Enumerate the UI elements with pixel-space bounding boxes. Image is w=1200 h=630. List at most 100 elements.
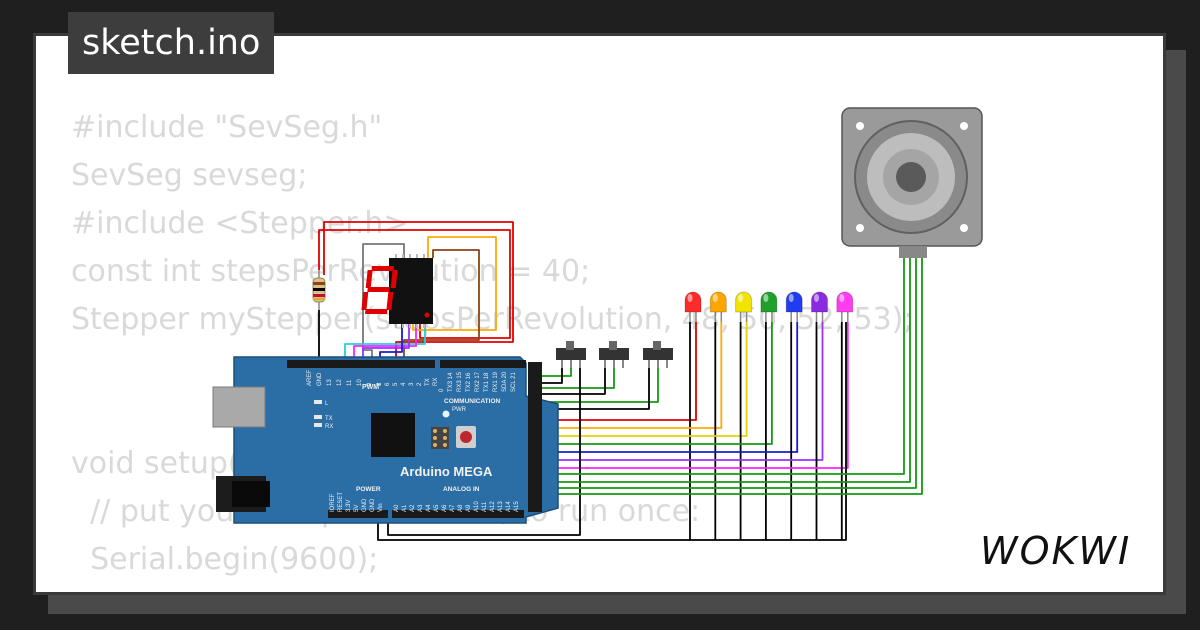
- pin-label: A6: [442, 504, 448, 512]
- pin-label: 11: [347, 379, 353, 386]
- pin-label: 3: [409, 382, 415, 386]
- wire-orange-segment: [412, 236, 497, 331]
- led-purple[interactable]: [811, 291, 828, 322]
- led-yellow[interactable]: [735, 291, 753, 322]
- pin-label: TX2 16: [466, 372, 472, 392]
- pin-label: A7: [450, 504, 456, 512]
- usb-port: [212, 386, 266, 428]
- pin-label: A10: [474, 501, 480, 512]
- pin-label: RESET: [338, 492, 344, 512]
- wire-stepper-1: [542, 258, 911, 483]
- wire-led-0: [542, 322, 697, 421]
- pin-label: 13: [327, 379, 333, 386]
- pin-label: A4: [426, 504, 432, 512]
- wire-stepper-0: [542, 258, 905, 475]
- stepper-motor[interactable]: [841, 107, 983, 258]
- pin-label: 8: [377, 382, 383, 386]
- analog-in-label: ANALOG IN: [443, 486, 480, 493]
- wire-switch-2-gnd: [542, 368, 606, 395]
- pin-label: 5: [393, 382, 399, 386]
- code-line: const int stepsPerRevolution = 40;: [71, 254, 591, 289]
- wire-red-segment: [318, 229, 511, 339]
- led-rx-label: RX: [325, 424, 333, 430]
- pin-label: TX3 14: [448, 372, 454, 392]
- led-row: [684, 291, 854, 322]
- svg-text:WOKWI: WOKWI: [980, 529, 1131, 573]
- seven-segment-display[interactable]: [361, 254, 433, 328]
- pin-label: SCL 21: [511, 372, 517, 392]
- segment: [371, 266, 395, 271]
- board-name: Arduino MEGA: [400, 464, 493, 479]
- pin-label: RX1 19: [493, 371, 499, 392]
- pin-label: A2: [410, 504, 416, 512]
- pin-label: A5: [434, 504, 440, 512]
- led-tx-label: TX: [325, 416, 333, 422]
- pwr-label: PWR: [452, 407, 467, 413]
- led-orange[interactable]: [709, 291, 727, 322]
- pin-label: RX: [433, 378, 439, 386]
- mcu-chip: [371, 413, 415, 457]
- led-green[interactable]: [760, 291, 778, 322]
- pin-label: RX3 15: [457, 371, 463, 392]
- wire-switch-3: [542, 368, 659, 403]
- pin-label: Vin: [378, 503, 384, 512]
- pin-label: 12: [337, 379, 343, 386]
- power-label: POWER: [356, 486, 381, 493]
- wire-led-2: [542, 322, 748, 437]
- pin-label: A9: [466, 504, 472, 512]
- slide-switch-3[interactable]: [643, 341, 673, 368]
- wire-switch-2: [542, 368, 615, 389]
- pin-label: A3: [418, 504, 424, 512]
- wire-switch-1-gnd: [542, 368, 563, 384]
- wire-led-4: [542, 322, 799, 453]
- wire-ground-bus-2: [387, 368, 581, 536]
- segment: [367, 287, 390, 292]
- pin-label: A15: [514, 501, 520, 512]
- pin-label: A0: [394, 504, 400, 512]
- wire-led-5: [542, 322, 824, 461]
- communication-label: COMMUNICATION: [444, 398, 501, 405]
- pwm-label: PWM: [362, 384, 379, 391]
- pin-label: A11: [482, 501, 488, 512]
- led-magenta[interactable]: [836, 291, 854, 322]
- pin-label: IOREF: [330, 493, 336, 512]
- pin-label: A8: [458, 504, 464, 512]
- wire-magenta-segment: [353, 324, 417, 360]
- pin-label: 3.3V: [346, 500, 352, 512]
- pin-label: 2: [417, 382, 423, 386]
- slide-switch-1[interactable]: [556, 341, 586, 368]
- wokwi-logo: WOKWI: [980, 529, 1131, 573]
- pin-label: TX1 18: [484, 372, 490, 392]
- segment: [361, 292, 369, 310]
- led-red[interactable]: [684, 291, 702, 322]
- pin-label: RX2 17: [475, 371, 481, 392]
- segment: [390, 270, 398, 288]
- code-line: #include "SevSeg.h": [71, 110, 383, 145]
- slide-switch-2[interactable]: [599, 341, 629, 368]
- led-blue[interactable]: [785, 291, 803, 322]
- file-tab[interactable]: sketch.ino: [68, 12, 275, 74]
- wire-cyan-segment: [344, 324, 426, 360]
- pin-label: A13: [498, 501, 504, 512]
- pin-label: GND: [317, 372, 323, 386]
- pin-label: 5V: [354, 505, 360, 512]
- code-line: SevSeg sevseg;: [71, 158, 308, 193]
- segment: [364, 309, 388, 314]
- pin-label: A12: [490, 501, 496, 512]
- wire-ground-bus: [377, 322, 847, 541]
- pin-label: GND: [362, 498, 368, 512]
- pin-label: 4: [401, 382, 407, 386]
- resistor[interactable]: [312, 270, 326, 310]
- segment: [365, 270, 373, 288]
- pin-label: AREF: [307, 370, 313, 386]
- wire-purple-segment: [362, 324, 410, 360]
- pin-label: 9: [367, 382, 373, 386]
- led-l-label: L: [325, 401, 329, 407]
- pin-label: GND: [370, 498, 376, 512]
- code-line: #include <Stepper.h>: [71, 206, 409, 241]
- wire-stepper-3: [542, 258, 923, 495]
- pin-label: 0: [439, 388, 445, 392]
- arduino-mega-board[interactable]: Arduino MEGA PWM COMMUNICATION PWR POWER…: [212, 356, 559, 524]
